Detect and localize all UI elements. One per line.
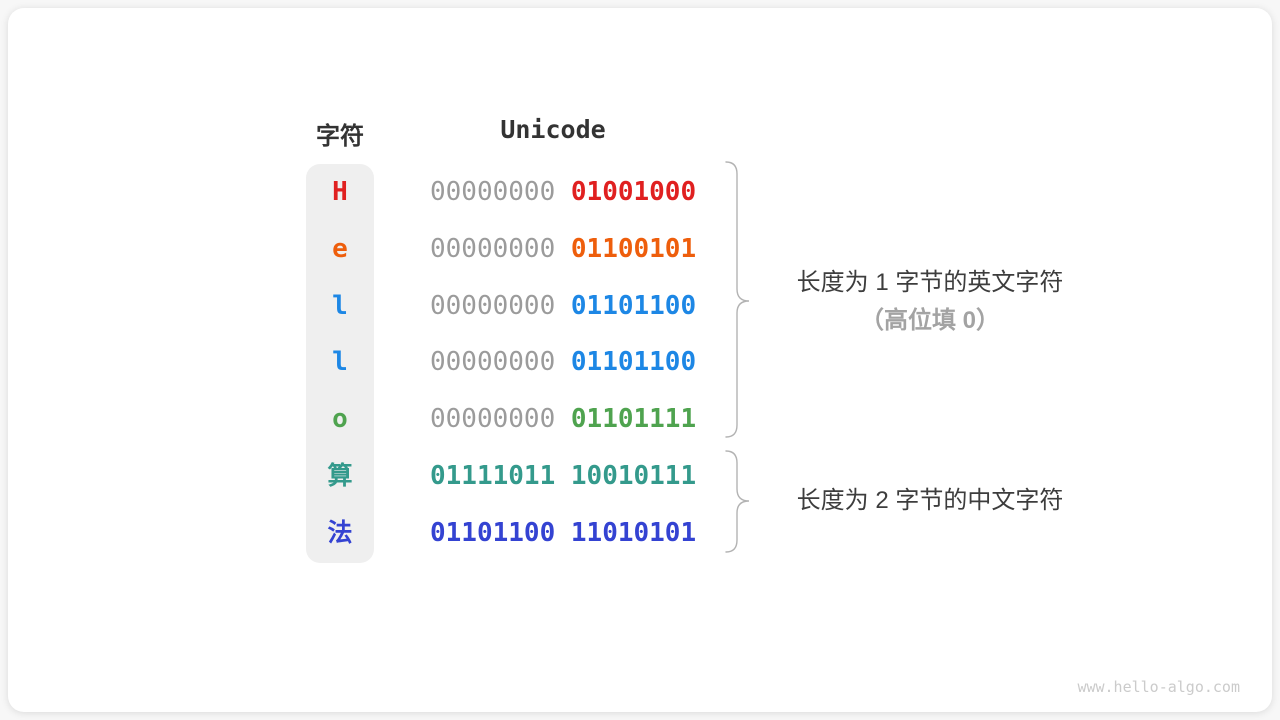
unicode-bits: 00000000 01101111 <box>430 399 696 439</box>
low-byte: 01001000 <box>570 177 697 207</box>
high-byte-padding: 00000000 <box>430 177 556 207</box>
high-byte: 01111011 <box>430 461 556 491</box>
annotation-english-group: 长度为 1 字节的英文字符 （高位填 0） <box>758 264 1102 340</box>
high-byte-padding: 00000000 <box>430 347 556 377</box>
annotation-english-line2: （高位填 0） <box>859 307 1000 334</box>
unicode-bits: 00000000 01101100 <box>430 286 696 326</box>
unicode-bits: 00000000 01001000 <box>430 172 696 212</box>
low-byte: 01100101 <box>570 234 697 264</box>
char-cell: 法 <box>327 519 353 547</box>
char-cell: l <box>332 347 348 377</box>
unicode-bits: 00000000 01100101 <box>430 229 696 269</box>
high-byte: 01101100 <box>430 518 556 548</box>
char-cell: l <box>332 291 348 321</box>
high-byte-padding: 00000000 <box>430 234 556 264</box>
char-column-pill <box>306 164 374 563</box>
char-cell: o <box>332 404 348 434</box>
annotation-chinese-group: 长度为 2 字节的中文字符 <box>758 482 1102 520</box>
char-cell: e <box>332 234 348 264</box>
unicode-bits: 00000000 01101100 <box>430 342 696 382</box>
low-byte: 01101100 <box>570 291 697 321</box>
annotation-chinese-line1: 长度为 2 字节的中文字符 <box>796 487 1064 514</box>
char-cell: 算 <box>327 462 353 490</box>
annotation-english-line1: 长度为 1 字节的英文字符 <box>796 269 1064 296</box>
char-cell: H <box>332 177 348 207</box>
watermark: www.hello-algo.com <box>1077 678 1240 696</box>
column-header-char: 字符 <box>316 123 364 150</box>
diagram-card <box>8 8 1272 712</box>
unicode-bits: 01111011 10010111 <box>430 456 696 496</box>
unicode-bits: 01101100 11010101 <box>430 513 696 553</box>
high-byte-padding: 00000000 <box>430 404 556 434</box>
low-byte: 01101111 <box>570 404 697 434</box>
column-header-unicode: Unicode <box>500 115 606 144</box>
low-byte: 01101100 <box>570 347 697 377</box>
low-byte: 11010101 <box>570 518 697 548</box>
high-byte-padding: 00000000 <box>430 291 556 321</box>
low-byte: 10010111 <box>570 461 697 491</box>
